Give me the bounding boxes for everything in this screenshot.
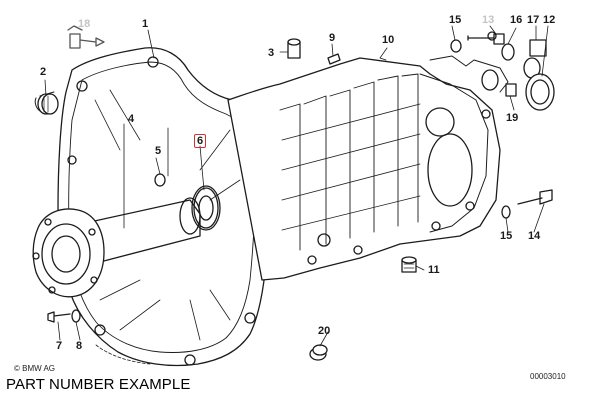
callout-8[interactable]: 8 — [76, 340, 83, 352]
callout-15-top[interactable]: 15 — [449, 14, 462, 26]
callout-3[interactable]: 3 — [268, 47, 275, 59]
part-7-8-bolt — [47, 309, 81, 323]
figure-number: 00003010 — [530, 372, 566, 381]
part-6-seal — [191, 185, 221, 231]
guide-tube — [32, 187, 219, 298]
part-2-plug — [37, 93, 59, 115]
callout-10[interactable]: 10 — [382, 34, 395, 46]
callout-12[interactable]: 12 — [543, 14, 556, 26]
part-14-15-bolt — [501, 189, 553, 219]
callout-7[interactable]: 7 — [56, 340, 63, 352]
callout-4[interactable]: 4 — [128, 113, 135, 125]
copyright-notice: © BMW AG — [14, 364, 56, 373]
rear-top-hardware — [450, 33, 555, 111]
callout-20[interactable]: 20 — [318, 325, 331, 337]
callout-16[interactable]: 16 — [510, 14, 523, 26]
callout-11[interactable]: 11 — [428, 264, 440, 276]
callout-19[interactable]: 19 — [506, 112, 519, 124]
callout-18[interactable]: 18 — [78, 18, 91, 30]
callout-9[interactable]: 9 — [329, 32, 336, 44]
part-9-pin — [327, 53, 341, 65]
part-18-sensor — [67, 25, 105, 49]
part-11-plug — [401, 256, 417, 273]
bell-housing — [34, 47, 269, 367]
callout-17[interactable]: 17 — [527, 14, 540, 26]
part-16-17 — [487, 31, 497, 41]
callout-1[interactable]: 1 — [142, 18, 149, 30]
callout-14[interactable]: 14 — [528, 230, 541, 242]
callout-5[interactable]: 5 — [155, 145, 162, 157]
callout-15-right[interactable]: 15 — [500, 230, 513, 242]
caption: PART NUMBER EXAMPLE — [6, 376, 191, 393]
callout-13[interactable]: 13 — [482, 14, 495, 26]
part-19-cap — [505, 83, 517, 97]
part-20-plug — [309, 344, 328, 361]
part-3-sleeve — [287, 38, 301, 59]
part-5-ring — [154, 173, 166, 187]
callout-2[interactable]: 2 — [40, 66, 47, 78]
leader-lines — [44, 25, 549, 347]
gear-case — [227, 55, 509, 281]
callout-6-highlighted[interactable]: 6 — [194, 134, 207, 148]
